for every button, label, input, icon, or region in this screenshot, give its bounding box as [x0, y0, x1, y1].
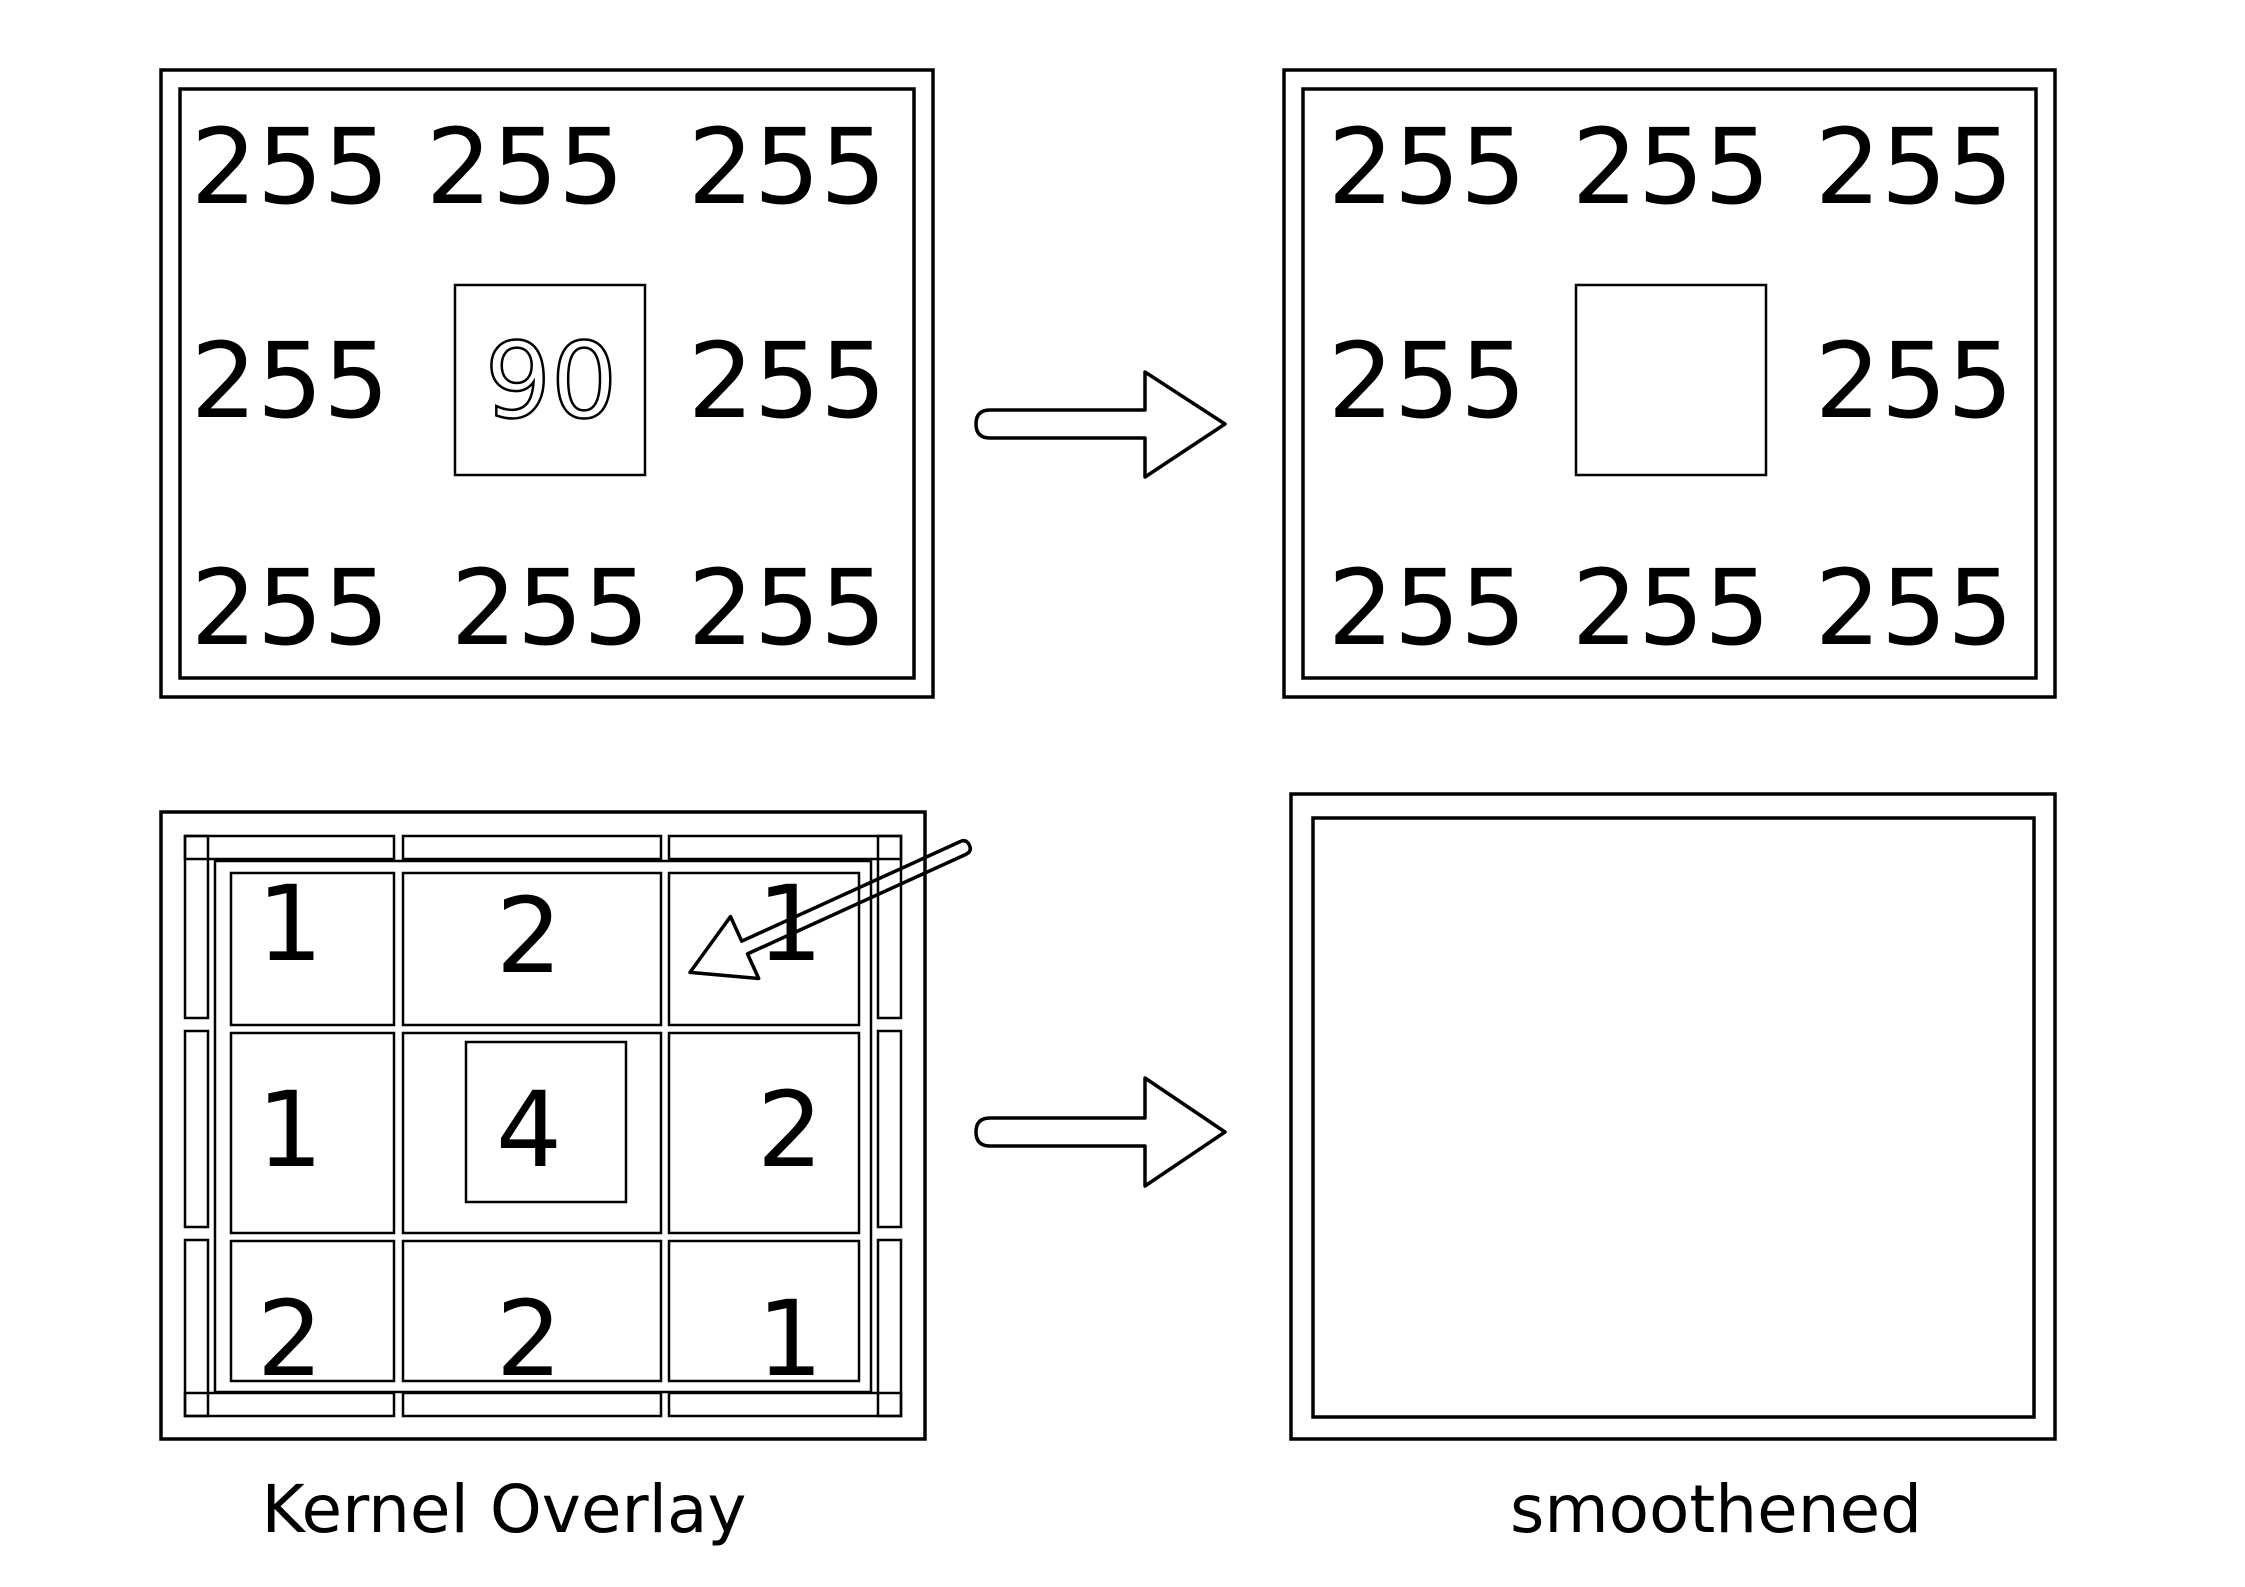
- kernel-cell: [401, 1031, 663, 1235]
- intermediate-pixel-value: 255: [1328, 106, 1527, 228]
- diagonal-arrow-icon: [688, 839, 972, 981]
- smoothened-caption: smoothened: [1510, 1471, 1922, 1548]
- kernel-inner-frame: [213, 859, 873, 1394]
- input-pixel-value: 255: [191, 547, 390, 669]
- intermediate-grid-panel: 255 255 255 255 255 255 255 255: [1282, 68, 2057, 699]
- input-center-pixel-value: 90: [485, 320, 617, 442]
- intermediate-grid-inner-frame: [1301, 87, 2038, 680]
- kernel-cell: [229, 1239, 396, 1383]
- kernel-cell: [229, 1031, 396, 1235]
- kernel-weight: 2: [257, 1278, 323, 1400]
- intermediate-pixel-value: 255: [1328, 320, 1527, 442]
- kernel-weight: 1: [757, 863, 823, 985]
- kernel-border-segment: [667, 834, 903, 861]
- kernel-border-segment: [183, 834, 210, 1020]
- output-outer-frame: [1289, 792, 2057, 1441]
- kernel-weight: 1: [757, 1278, 823, 1400]
- intermediate-center-pixel-box: [1574, 283, 1768, 477]
- kernel-cell: [229, 871, 396, 1027]
- input-grid-panel: 255 255 255 255 90 255 255 255 255: [159, 68, 935, 699]
- kernel-cell: [667, 1031, 861, 1235]
- kernel-cell: [401, 1239, 663, 1383]
- kernel-weight: 2: [757, 1069, 823, 1191]
- intermediate-pixel-value: 255: [1815, 106, 2014, 228]
- kernel-weight: 2: [496, 1278, 562, 1400]
- kernel-border-segment: [876, 1029, 903, 1229]
- kernel-border-segment: [876, 834, 903, 1020]
- intermediate-pixel-value: 255: [1328, 547, 1527, 669]
- kernel-overlay-panel: 1 2 1 1 4 2 2 2 1: [159, 810, 927, 1441]
- intermediate-pixel-value: 255: [1815, 320, 2014, 442]
- output-inner-frame: [1311, 816, 2036, 1419]
- input-pixel-value: 255: [191, 320, 390, 442]
- kernel-weight: 1: [257, 1069, 323, 1191]
- kernel-border-segment: [401, 834, 663, 861]
- input-pixel-value: 255: [688, 320, 887, 442]
- right-arrow-icon: [974, 370, 1227, 479]
- input-grid-inner-frame: [178, 87, 916, 680]
- input-pixel-value: 255: [191, 106, 390, 228]
- input-pixel-value: 255: [688, 106, 887, 228]
- kernel-center-weight-box: [464, 1040, 628, 1204]
- input-pixel-value: 255: [688, 547, 887, 669]
- intermediate-pixel-value: 255: [1815, 547, 2014, 669]
- kernel-border-segment: [183, 1029, 210, 1229]
- kernel-cell: [667, 1239, 861, 1383]
- input-center-pixel-box: [453, 283, 647, 477]
- input-grid-outer-frame: [159, 68, 935, 699]
- kernel-weight: 1: [257, 863, 323, 985]
- kernel-outer-frame: [159, 810, 927, 1441]
- intermediate-grid-outer-frame: [1282, 68, 2057, 699]
- kernel-border-segment: [876, 1238, 903, 1418]
- kernel-cell: [401, 871, 663, 1027]
- input-pixel-value: 255: [426, 106, 625, 228]
- kernel-center-weight: 4: [496, 1069, 562, 1191]
- intermediate-pixel-value: 255: [1572, 547, 1771, 669]
- right-arrow-icon: [974, 1076, 1227, 1188]
- input-pixel-value: 255: [451, 547, 650, 669]
- kernel-border-segment: [183, 1238, 210, 1418]
- smoothened-output-panel: [1289, 792, 2057, 1441]
- kernel-weight: 2: [496, 875, 562, 997]
- intermediate-pixel-value: 255: [1572, 106, 1771, 228]
- kernel-cell: [667, 871, 861, 1027]
- kernel-border-segment: [183, 834, 396, 861]
- kernel-overlay-caption: Kernel Overlay: [262, 1471, 747, 1548]
